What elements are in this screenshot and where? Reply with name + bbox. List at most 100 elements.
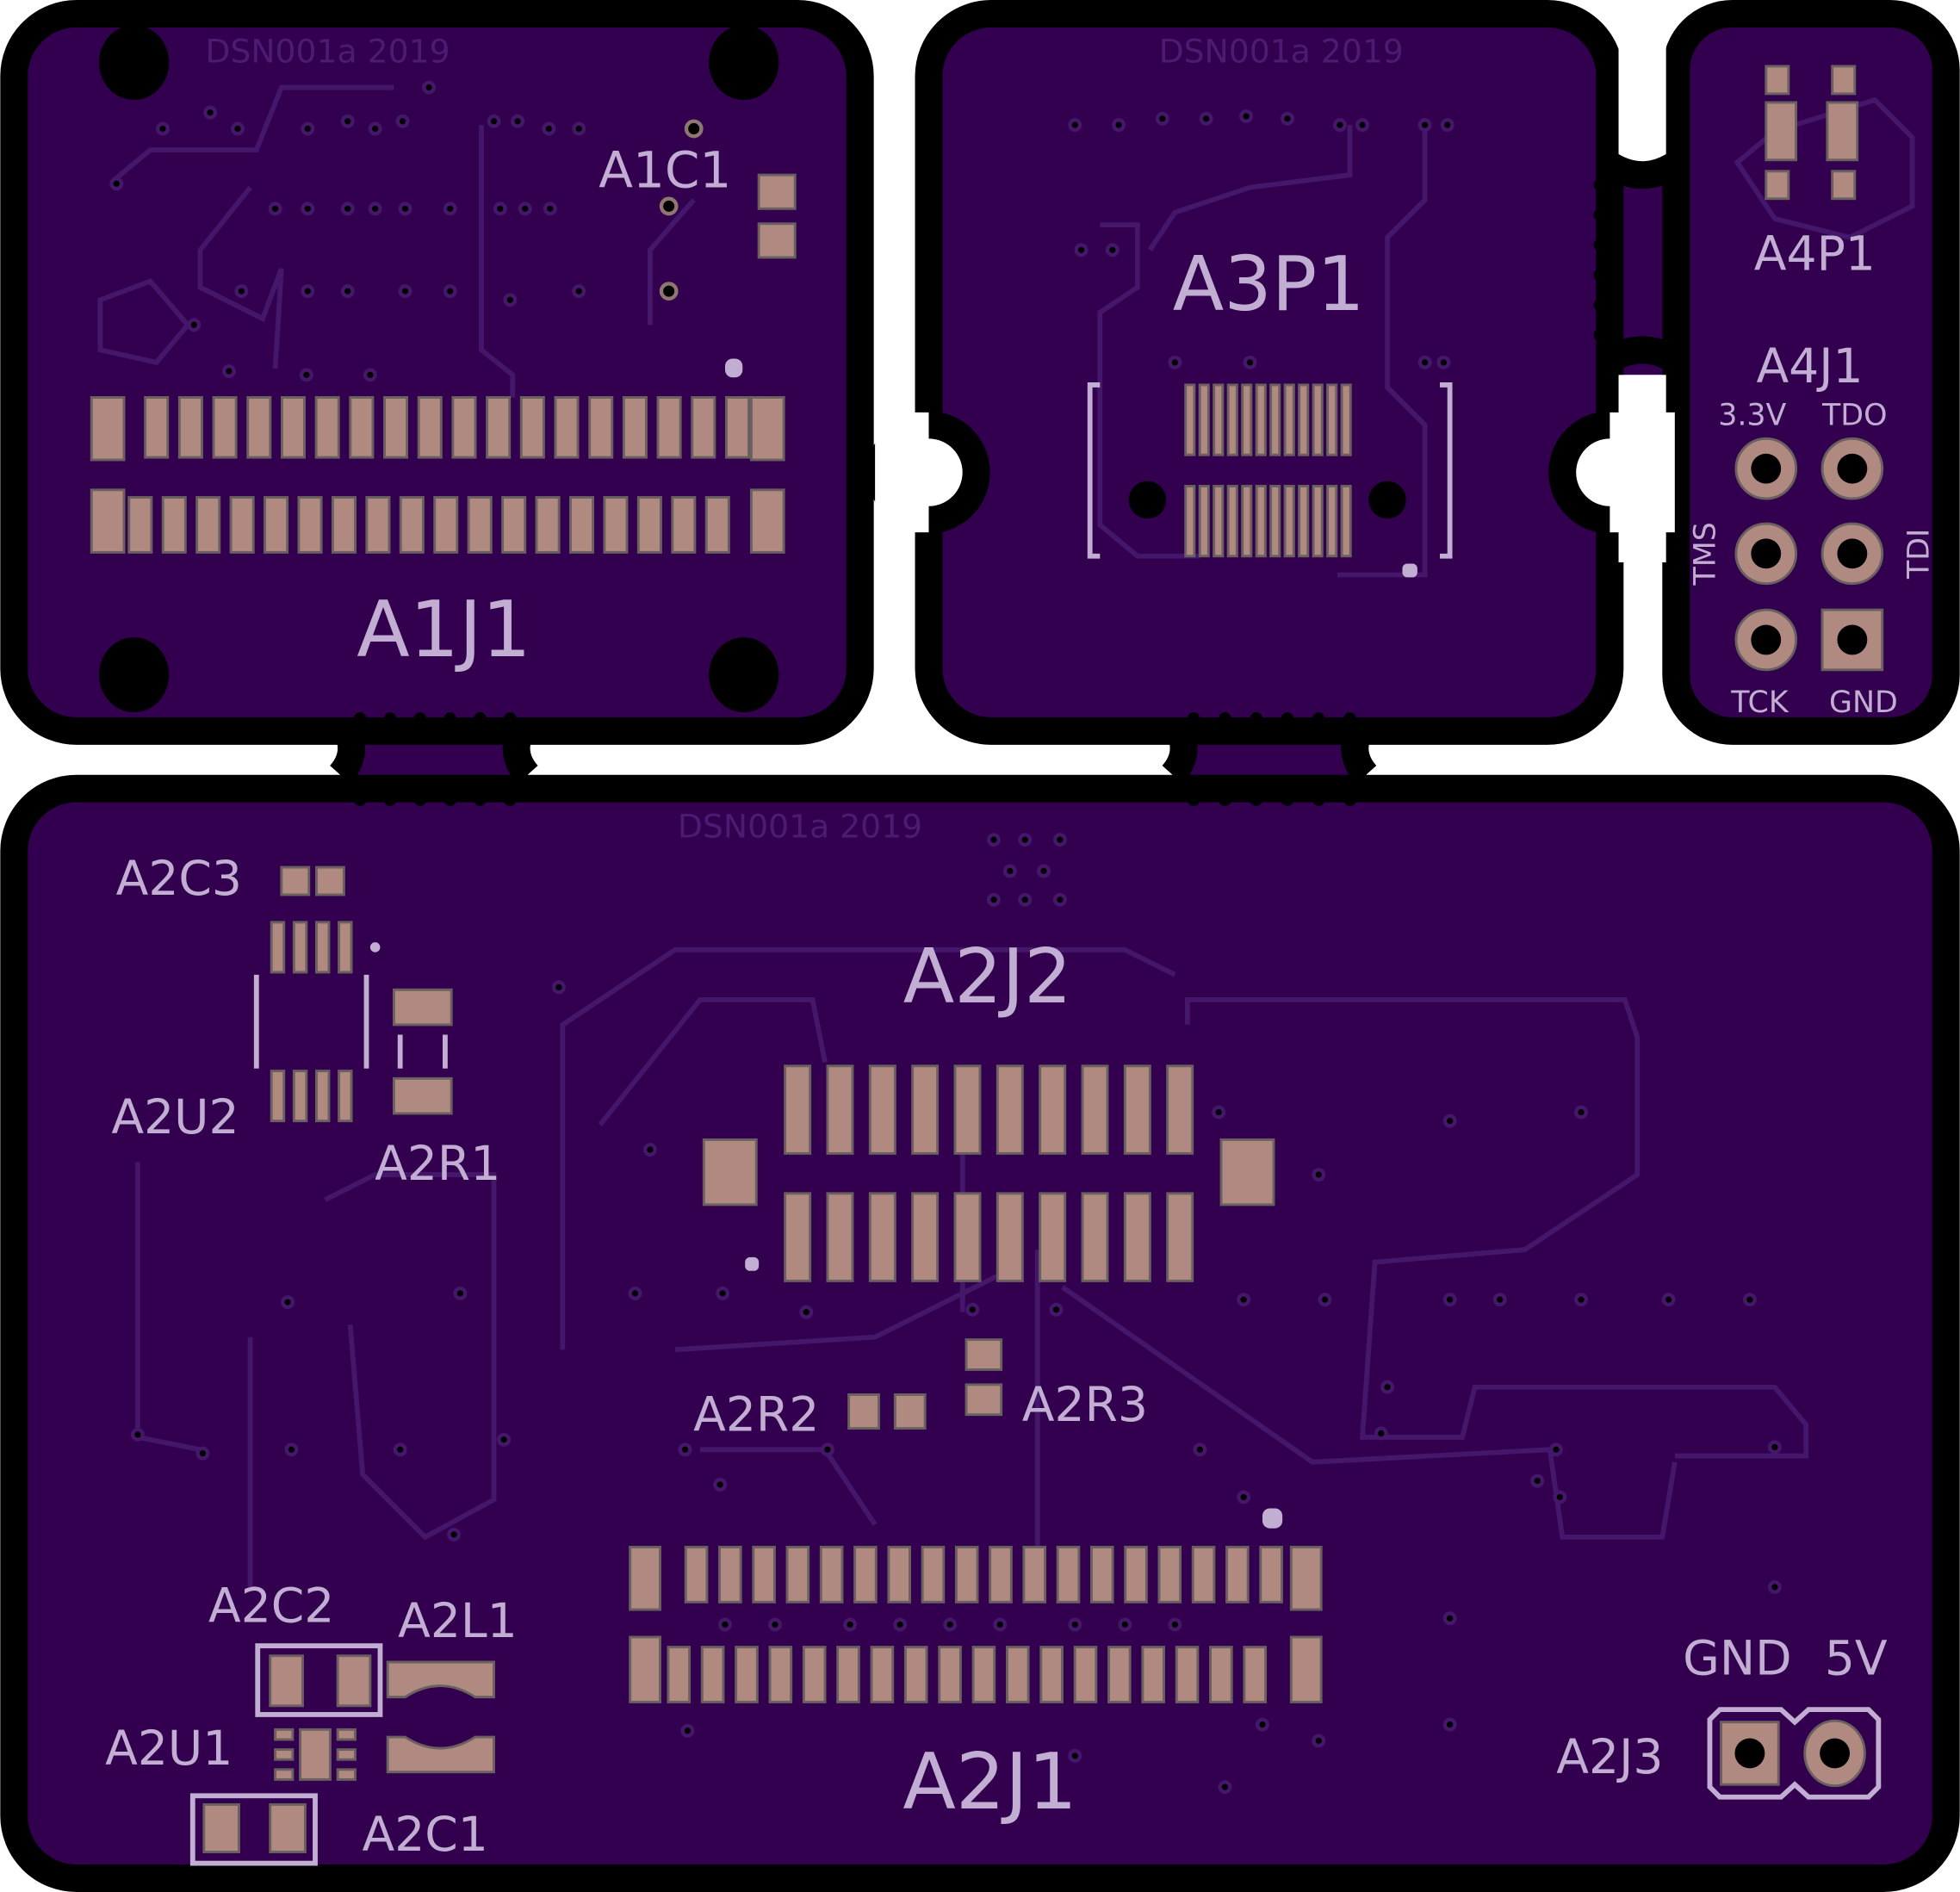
mouse-bite-hole [353, 712, 367, 725]
a4p1-label: A4P1 [1754, 226, 1876, 282]
a2j2-pad [1123, 1064, 1151, 1155]
a3p1-hole [1368, 481, 1406, 519]
via [1574, 1293, 1588, 1307]
a2j1-pad [954, 1546, 979, 1604]
via [1530, 1473, 1545, 1488]
mouse-bite-hole [1676, 268, 1689, 282]
a3p1-pin1-marker [1402, 563, 1417, 578]
a2c1-outline [189, 1793, 318, 1866]
a1j1-pad [365, 496, 391, 554]
mouse-bite-hole [1593, 208, 1607, 221]
a2c2-outline [255, 1643, 383, 1717]
a1j1-pad [417, 396, 443, 459]
a2j3-header [1707, 1707, 1882, 1800]
a2j1-pad [1175, 1646, 1200, 1703]
a2j1-pad [802, 1646, 827, 1703]
a2j1-pad [1089, 1546, 1114, 1604]
via [820, 1442, 834, 1457]
a2j2-pad [996, 1064, 1024, 1155]
a1j1-connector [90, 396, 785, 554]
a3p1-pad [1255, 485, 1267, 558]
via [543, 202, 557, 216]
via [1280, 111, 1294, 126]
a2u2-pad [270, 1070, 286, 1123]
a1j1-pad [90, 396, 126, 462]
mouse-bite-hole [1312, 712, 1325, 725]
a2j2-pad [953, 1192, 982, 1282]
a2j1-pad [629, 1635, 661, 1703]
via [1237, 1293, 1251, 1307]
via [1548, 1442, 1563, 1457]
via [398, 202, 412, 216]
a2r1-label: A2R1 [375, 1137, 500, 1192]
via [1068, 118, 1082, 133]
via [1374, 1426, 1388, 1441]
a2j3-gnd-label: GND [1683, 1632, 1791, 1687]
a1-watermark: DSN001a 2019 [205, 33, 450, 71]
a1j1-pad [501, 496, 527, 554]
a2r1-pad [392, 1076, 453, 1115]
a2j1-pad [1259, 1546, 1283, 1604]
via [1037, 864, 1051, 878]
a1j1-pad [314, 396, 340, 459]
via [1661, 1293, 1676, 1307]
a2j1-pad [629, 1546, 661, 1611]
a2r2-pad [893, 1393, 927, 1430]
mouse-bite-hole [1593, 298, 1607, 312]
a3p1-pad [1298, 383, 1310, 456]
traces [97, 84, 1915, 1587]
a1j1-pad [636, 496, 662, 554]
via [187, 318, 202, 332]
mouse-bite-hole [1187, 793, 1200, 806]
a2j3-5v-label: 5V [1825, 1632, 1888, 1687]
via [713, 1477, 728, 1492]
a2j2-pad [1166, 1064, 1194, 1155]
mouse-bite-hole [1219, 793, 1231, 806]
via [1112, 118, 1126, 133]
via [1492, 1293, 1507, 1307]
a2j1-pad [1157, 1546, 1182, 1604]
mouse-bite-hole [1676, 239, 1689, 251]
a2j2-pad [868, 1064, 896, 1155]
a2j2-pad [826, 1192, 854, 1282]
via [1312, 1168, 1326, 1182]
via [1442, 1293, 1457, 1307]
a3p1-hole [1128, 481, 1167, 519]
a3p1-pad [1312, 383, 1324, 456]
via [268, 202, 282, 216]
mouse-bite-hole [1250, 793, 1262, 806]
via [1417, 355, 1432, 369]
via [487, 114, 501, 128]
a3p1-pad [1198, 485, 1210, 558]
via [716, 1286, 730, 1300]
via [1767, 1579, 1782, 1594]
a2j1-pad [938, 1646, 962, 1703]
via [1318, 1293, 1332, 1307]
a1c1-label: A1C1 [599, 141, 731, 200]
a2l1-pad [386, 1735, 495, 1774]
via [1052, 892, 1067, 907]
a2j2-pad [868, 1192, 896, 1282]
a1j1-pad [749, 396, 785, 462]
via [398, 284, 412, 299]
vias [109, 80, 1782, 1795]
a2j1-pad [971, 1646, 996, 1703]
a3p1-pad [1198, 383, 1210, 456]
via [395, 114, 410, 128]
via [1742, 1293, 1757, 1307]
a3p1-pad [1226, 485, 1238, 558]
a2r3-pad [964, 1383, 1003, 1417]
a2r3-pad [964, 1338, 1003, 1371]
a3p1-pad [1241, 485, 1253, 558]
via [993, 1617, 1008, 1632]
a2j1-pad [921, 1546, 946, 1604]
a2j1-pad [1107, 1646, 1132, 1703]
via [1218, 1780, 1232, 1795]
a2c3-pad [315, 865, 345, 896]
mouse-bite-hole [1593, 239, 1607, 251]
via [393, 1442, 407, 1457]
a2c3-label: A2C3 [116, 852, 242, 907]
via [109, 177, 124, 191]
via [447, 1527, 462, 1542]
mouse-bite-hole [504, 793, 517, 806]
